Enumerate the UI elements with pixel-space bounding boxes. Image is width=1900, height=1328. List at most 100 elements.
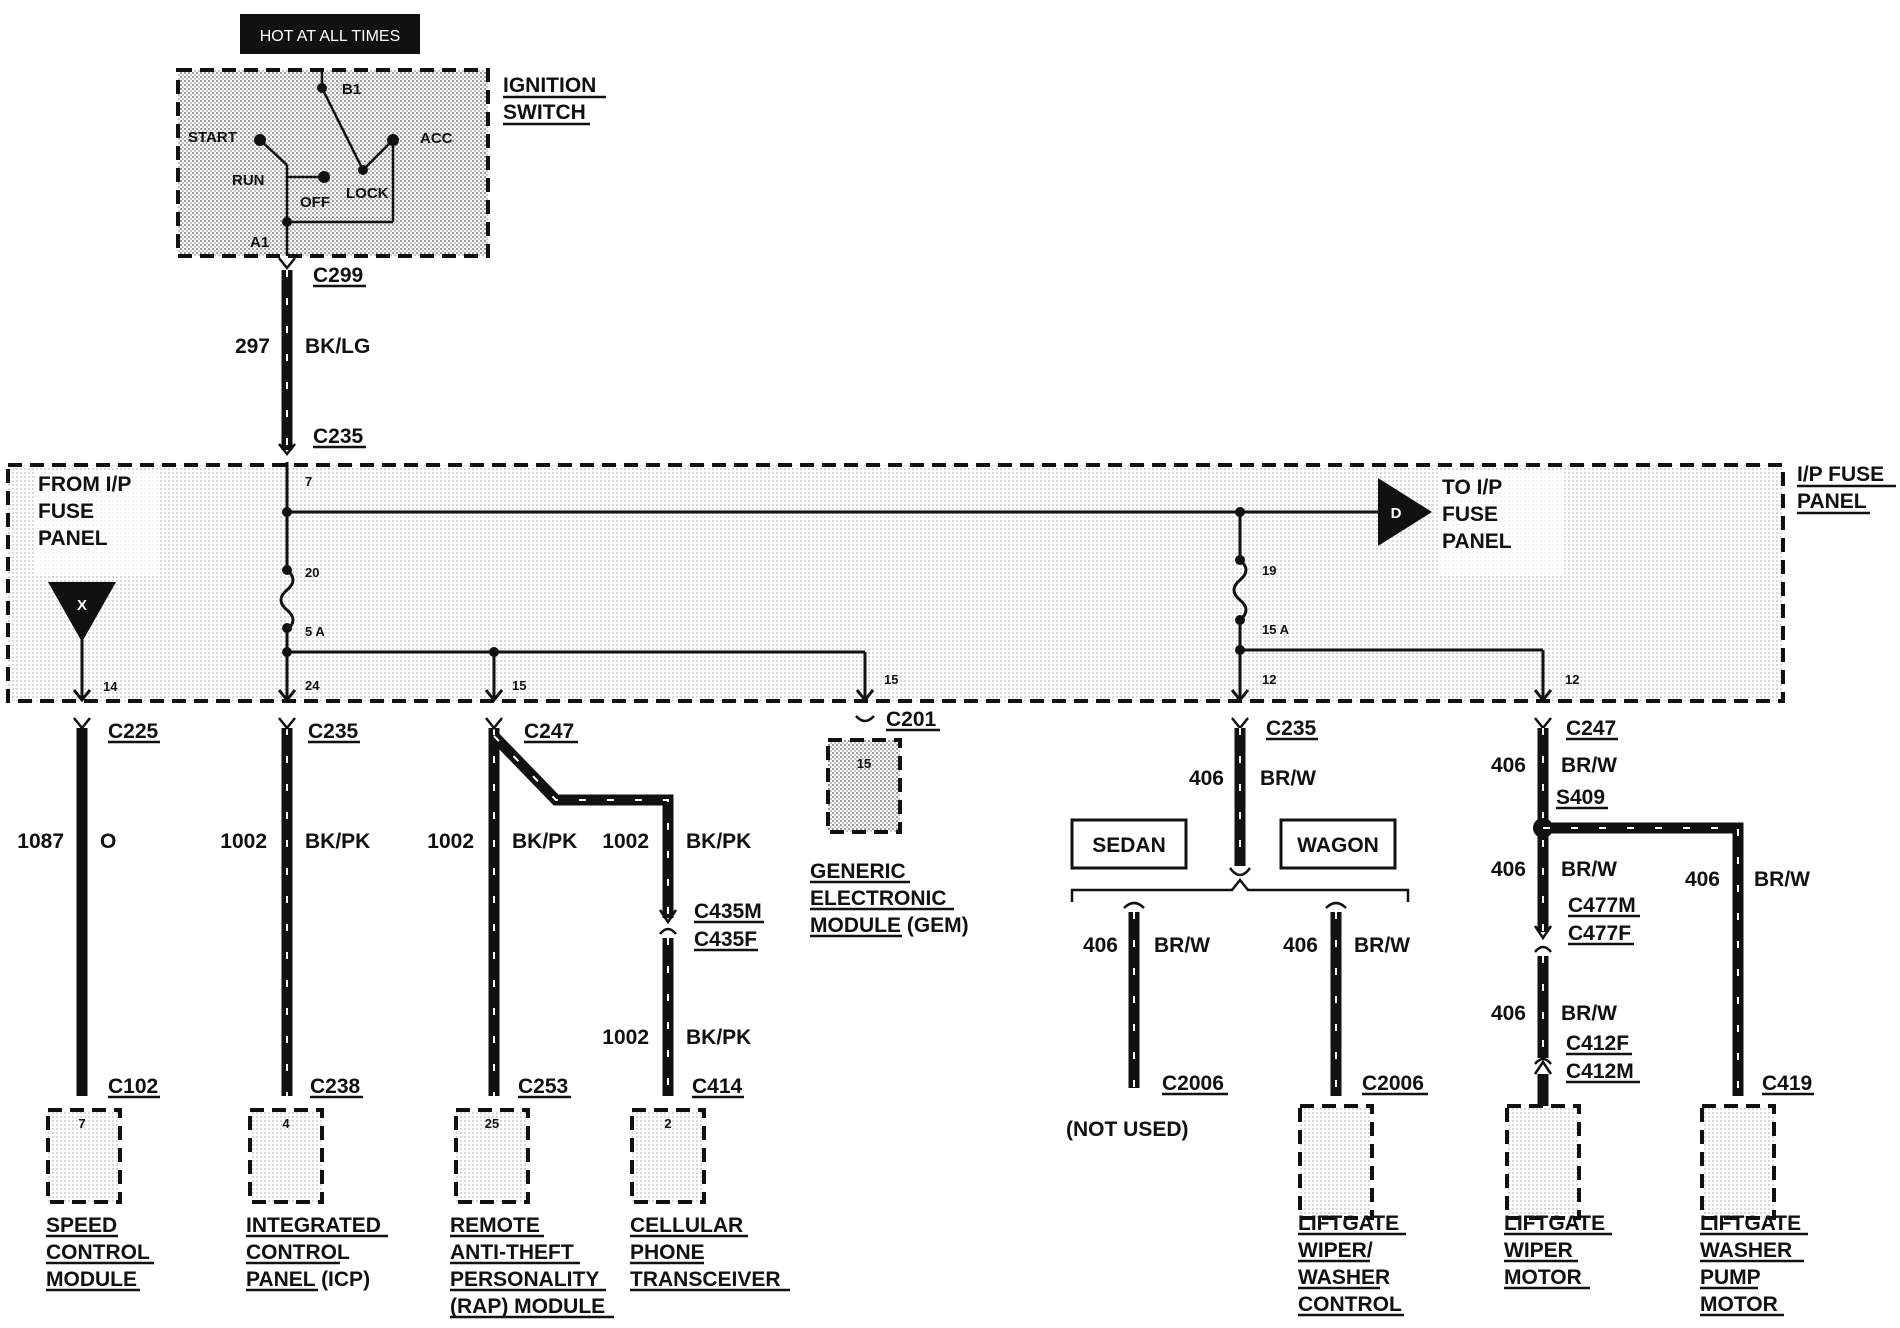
fuse-5a: 5 A xyxy=(305,624,325,639)
c412m-label: C412M xyxy=(1566,1060,1634,1083)
c412f-label: C412F xyxy=(1566,1032,1629,1055)
liftgate-circuit-number: 406 xyxy=(1491,754,1526,777)
speed-circuit-number: 1087 xyxy=(17,830,64,853)
c235-rear-label: C235 xyxy=(1266,717,1317,740)
x-marker-triangle xyxy=(48,582,116,642)
cell-circuit-number-b: 1002 xyxy=(602,1026,649,1049)
pump-wire-color: BR/W xyxy=(1754,868,1810,891)
fuse-panel-label-2: PANEL xyxy=(1797,490,1867,513)
cell-name-3: TRANSCEIVER xyxy=(630,1268,781,1291)
wagon-control-name-4: CONTROL xyxy=(1298,1293,1402,1316)
icp-name-3: PANEL (ICP) xyxy=(246,1268,370,1291)
c238-label: C238 xyxy=(310,1075,361,1098)
ignition-title-1: IGNITION xyxy=(503,74,596,97)
motor-wire-color-a: BR/W xyxy=(1561,858,1617,881)
pump-motor-name-2: WASHER xyxy=(1700,1239,1792,1262)
pin-15-gem: 15 xyxy=(884,672,898,687)
rap-wire-color: BK/PK xyxy=(512,830,577,853)
cell-circuit-number-a: 1002 xyxy=(602,830,649,853)
cell-pin: 2 xyxy=(664,1116,671,1131)
wagon-circuit-number: 406 xyxy=(1283,934,1318,957)
wiper-motor-name-3: MOTOR xyxy=(1504,1266,1582,1289)
rap-name-3: PERSONALITY xyxy=(450,1268,599,1291)
rap-circuit-number: 1002 xyxy=(427,830,474,853)
cell-name-1: CELLULAR xyxy=(630,1214,743,1237)
motor-circuit-number-a: 406 xyxy=(1491,858,1526,881)
cellular-circuit: 1002 BK/PK C435M C435F 1002 BK/PK C414 2… xyxy=(490,732,790,1292)
pin-12-right: 12 xyxy=(1565,672,1579,687)
wagon-option: WAGON xyxy=(1297,834,1379,857)
c247-liftgate-label: C247 xyxy=(1566,717,1616,740)
icp-name-1: INTEGRATED xyxy=(246,1214,381,1237)
sedan-circuit-number: 406 xyxy=(1083,934,1118,957)
c414-label: C414 xyxy=(692,1075,743,1098)
c247-rap-label: C247 xyxy=(524,720,574,743)
rap-circuit: C247 1002 BK/PK C253 25 REMOTE ANTI-THEF… xyxy=(427,717,614,1319)
liftgate-circuit: C247 406 BR/W S409 406 BR/W C477M C477F … xyxy=(1491,717,1814,1317)
c235-icp-label: C235 xyxy=(308,720,359,743)
cell-wire-color-b: BK/PK xyxy=(686,1026,751,1049)
c201-label: C201 xyxy=(886,708,937,731)
s409-label: S409 xyxy=(1556,786,1605,809)
gem-pin: 15 xyxy=(857,756,871,771)
pump-motor-name-1: LIFTGATE xyxy=(1700,1212,1801,1235)
speed-pin: 7 xyxy=(78,1116,85,1131)
icp-wire-color: BK/PK xyxy=(305,830,370,853)
c102-label: C102 xyxy=(108,1075,158,1098)
rear-wire-color: BR/W xyxy=(1260,767,1316,790)
to-ip-line-3: PANEL xyxy=(1442,530,1512,553)
pin-7: 7 xyxy=(305,474,312,489)
c477m-label: C477M xyxy=(1568,894,1636,917)
motor-wire-color-b: BR/W xyxy=(1561,1002,1617,1025)
from-ip-line-1: FROM I/P xyxy=(38,473,131,496)
x-marker-letter: X xyxy=(77,597,87,614)
fuse-panel-label-1: I/P FUSE xyxy=(1797,463,1884,486)
from-ip-line-2: FUSE xyxy=(38,500,94,523)
wagon-control-name-1: LIFTGATE xyxy=(1298,1212,1399,1235)
motor-circuit-number-b: 406 xyxy=(1491,1002,1526,1025)
rap-name-4: (RAP) MODULE xyxy=(450,1295,605,1318)
fuse-15a: 15 A xyxy=(1262,622,1290,637)
gem-name-1: GENERIC xyxy=(810,860,906,883)
to-ip-line-2: FUSE xyxy=(1442,503,1498,526)
terminal-a1: A1 xyxy=(250,234,269,251)
c435m-label: C435M xyxy=(694,900,762,923)
position-off: OFF xyxy=(300,194,330,211)
ignition-switch: IGNITION SWITCH B1 START ACC RUN OFF LOC… xyxy=(176,68,606,258)
pump-circuit-number: 406 xyxy=(1685,868,1720,891)
c299-label: C299 xyxy=(313,264,363,287)
wagon-control-name-3: WASHER xyxy=(1298,1266,1390,1289)
rear-circuit-number: 406 xyxy=(1189,767,1224,790)
rap-name-2: ANTI-THEFT xyxy=(450,1241,574,1264)
c235-top-label: C235 xyxy=(313,425,364,448)
feed-wire-color: BK/LG xyxy=(305,335,370,358)
wiper-motor-name-1: LIFTGATE xyxy=(1504,1212,1605,1235)
pump-motor-name-4: MOTOR xyxy=(1700,1293,1778,1316)
position-run: RUN xyxy=(232,172,265,189)
position-acc: ACC xyxy=(420,130,453,147)
rear-circuit: C235 406 BR/W SEDAN WAGON 406 BR/W C2006… xyxy=(1066,717,1428,1317)
icp-circuit-number: 1002 xyxy=(220,830,267,853)
pump-motor-name-3: PUMP xyxy=(1700,1266,1761,1289)
gem-name-3: MODULE (GEM) xyxy=(810,914,969,937)
wagon-wire-color: BR/W xyxy=(1354,934,1410,957)
ignition-title-2: SWITCH xyxy=(503,101,586,124)
liftgate-wire-color: BR/W xyxy=(1561,754,1617,777)
pin-12-left: 12 xyxy=(1262,672,1276,687)
not-used-label: (NOT USED) xyxy=(1066,1118,1189,1141)
c225-label: C225 xyxy=(108,720,159,743)
to-ip-line-1: TO I/P xyxy=(1442,476,1502,499)
c2006-wagon-label: C2006 xyxy=(1362,1072,1424,1095)
cell-name-2: PHONE xyxy=(630,1241,705,1264)
pin-19: 19 xyxy=(1262,563,1276,578)
cell-wire-color-a: BK/PK xyxy=(686,830,751,853)
speed-name-1: SPEED xyxy=(46,1214,117,1237)
c419-label: C419 xyxy=(1762,1072,1812,1095)
pin-15-rap: 15 xyxy=(512,678,526,693)
feed-wire-297: C299 297 BK/LG C235 xyxy=(235,257,370,457)
wagon-control-name-2: WIPER/ xyxy=(1298,1239,1373,1262)
pin-20: 20 xyxy=(305,565,319,580)
hot-at-all-times-label: HOT AT ALL TIMES xyxy=(260,28,401,45)
speed-name-3: MODULE xyxy=(46,1268,137,1291)
